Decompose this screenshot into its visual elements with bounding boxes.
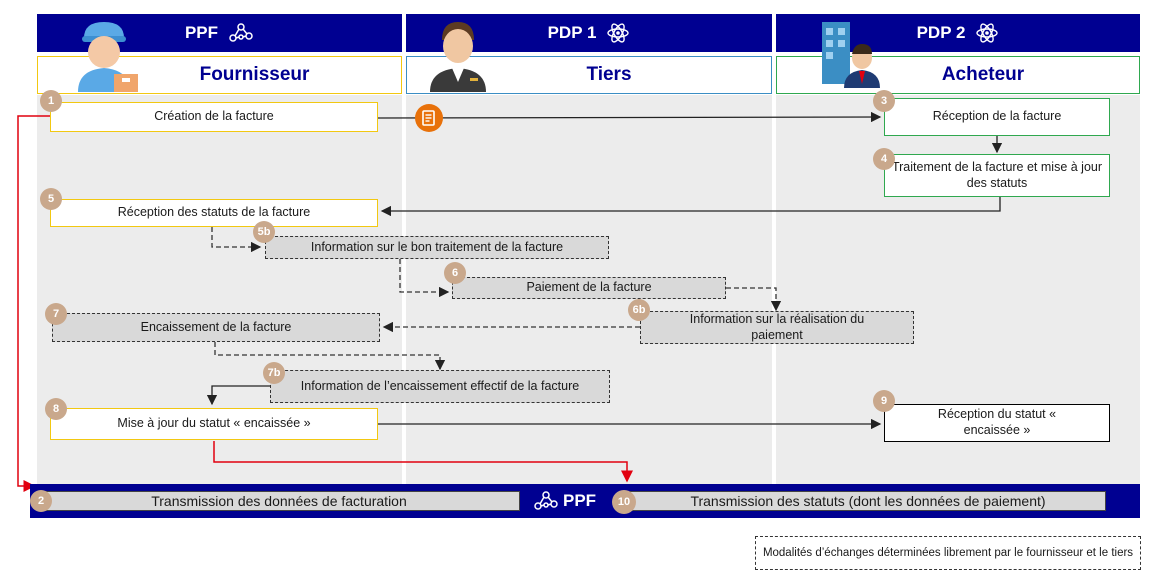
legend-text: Modalités d’échanges déterminées libreme…	[762, 546, 1134, 559]
role-label: Acheteur	[941, 64, 1025, 85]
role-label: Fournisseur	[199, 64, 310, 85]
legend-dashed: Modalités d’échanges déterminées libreme…	[755, 536, 1141, 570]
step-badge: 8	[45, 398, 67, 420]
step-8-box: Mise à jour du statut « encaissée »	[50, 408, 378, 440]
step-text: Mise à jour du statut « encaissée »	[117, 416, 311, 431]
buyer-avatar	[822, 22, 880, 88]
step-badge: 2	[30, 490, 52, 512]
invoice-icon	[415, 104, 443, 132]
step-badge: 10	[612, 490, 636, 514]
column-header-label: PPF	[184, 23, 219, 42]
network-icon	[229, 23, 253, 42]
atom-icon	[976, 23, 999, 43]
step-5b-box: Information sur le bon traitement de la …	[265, 236, 609, 259]
third-party-avatar	[430, 22, 486, 92]
step-badge: 3	[873, 90, 895, 112]
step-3-box: Réception de la facture	[884, 98, 1110, 136]
step-text: Information sur la réalisation du paieme…	[689, 311, 865, 342]
role-label: Tiers	[586, 64, 632, 85]
column-header-label: PDP 1	[547, 23, 597, 42]
step-6b-box: Information sur la réalisation du paieme…	[640, 311, 914, 344]
column-header-label: PDP 2	[916, 23, 966, 42]
supplier-avatar	[78, 22, 138, 92]
network-icon	[534, 491, 558, 510]
step-text: Transmission des statuts (dont les donné…	[690, 493, 1046, 509]
step-badge: 9	[873, 390, 895, 412]
step-6-box: Paiement de la facture	[452, 277, 726, 299]
step-1-box: Création de la facture	[50, 102, 378, 132]
step-badge: 7	[45, 303, 67, 325]
step-text: Transmission des données de facturation	[151, 493, 407, 509]
ppf-bar-label: PPF	[533, 489, 596, 513]
step-text: Encaissement de la facture	[140, 319, 292, 334]
step-text: Information de l’encaissement effectif d…	[300, 378, 580, 393]
step-badge: 6	[444, 262, 466, 284]
step-7-box: Encaissement de la facture	[52, 313, 380, 342]
step-badge: 7b	[263, 362, 285, 384]
step-badge: 5b	[253, 221, 275, 243]
step-text: Réception du statut « encaissée »	[937, 407, 1057, 437]
step-4-box: Traitement de la facture et mise à jour …	[884, 154, 1110, 197]
ppf-label-text: PPF	[563, 491, 597, 510]
step-badge: 6b	[628, 299, 650, 321]
step-text: Réception de la facture	[932, 109, 1062, 124]
step-badge: 1	[40, 90, 62, 112]
step-badge: 4	[873, 148, 895, 170]
step-text: Information sur le bon traitement de la …	[310, 239, 564, 254]
step-7b-box: Information de l’encaissement effectif d…	[270, 370, 610, 403]
step-badge: 5	[40, 188, 62, 210]
step-5-box: Réception des statuts de la facture	[50, 199, 378, 227]
atom-icon	[607, 23, 630, 43]
step-10-box: Transmission des statuts (dont les donné…	[630, 491, 1106, 511]
step-2-box: Transmission des données de facturation	[38, 491, 520, 511]
step-text: Réception des statuts de la facture	[117, 205, 311, 220]
step-text: Paiement de la facture	[526, 280, 652, 295]
step-text: Traitement de la facture et mise à jour …	[891, 159, 1103, 190]
step-9-box: Réception du statut « encaissée »	[884, 404, 1110, 442]
step-text: Création de la facture	[154, 109, 274, 124]
